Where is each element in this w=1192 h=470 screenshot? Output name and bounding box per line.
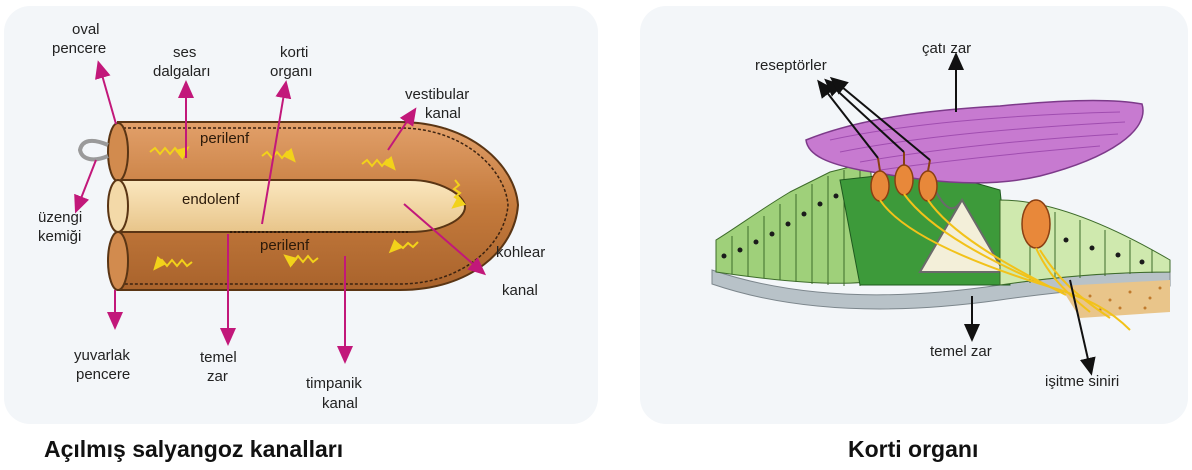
label-cati-zar: çatı zar [922, 40, 971, 57]
label-perilenf-bottom: perilenf [260, 237, 310, 254]
label-perilenf-top: perilenf [200, 130, 250, 147]
label-timpanik-line1: timpanik [306, 375, 362, 392]
caption-left: Açılmış salyangoz kanalları [44, 436, 343, 463]
label-kohlear-line1: kohlear [496, 244, 545, 261]
label-oval-line2: pencere [52, 40, 106, 57]
label-yuvarlak-line2: pencere [76, 366, 130, 383]
label-reseptorler: reseptörler [755, 57, 827, 74]
label-vestibular-line1: vestibular [405, 86, 469, 103]
label-ses-line1: ses [173, 44, 196, 61]
label-temel-line2: zar [207, 368, 228, 385]
label-endolenf: endolenf [182, 191, 240, 208]
cochlea-duct [80, 122, 518, 290]
label-kohlear-line2: kanal [502, 282, 538, 299]
caption-right: Korti organı [848, 436, 978, 463]
label-uzengi-line1: üzengi [38, 209, 82, 226]
label-yuvarlak-line1: yuvarlak [74, 347, 130, 364]
label-temel-zar: temel zar [930, 343, 992, 360]
label-oval-line1: oval [72, 21, 100, 38]
label-vestibular-line2: kanal [425, 105, 461, 122]
label-isitme-siniri: işitme siniri [1045, 373, 1119, 390]
label-korti-line1: korti [280, 44, 308, 61]
organ-of-corti [712, 100, 1170, 330]
label-uzengi-line2: kemiği [38, 228, 81, 245]
label-timpanik-line2: kanal [322, 395, 358, 412]
label-ses-line2: dalgaları [153, 63, 211, 80]
label-temel-line1: temel [200, 349, 237, 366]
label-korti-line2: organı [270, 63, 313, 80]
